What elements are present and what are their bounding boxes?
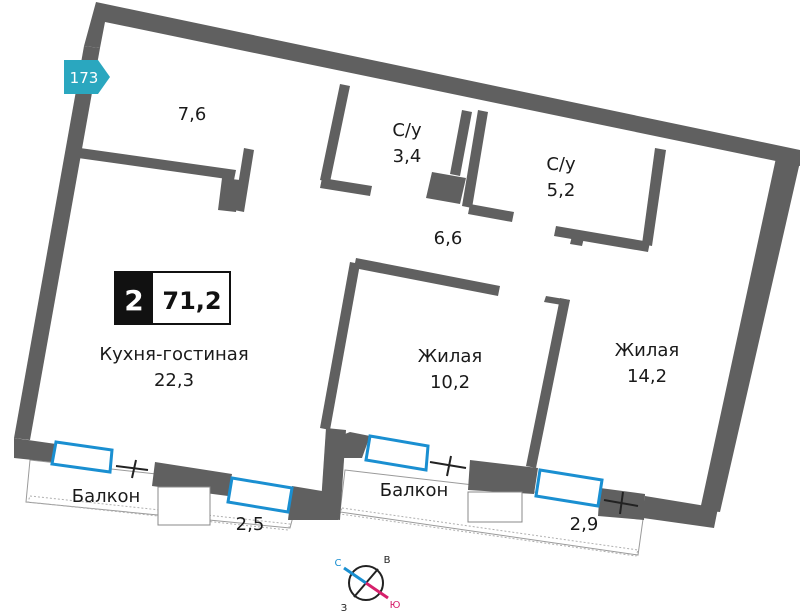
compass: С В Ю З	[335, 555, 401, 614]
rooms-count: 2	[124, 284, 143, 317]
interior-walls	[78, 84, 666, 468]
area-badge: 2 71,2	[114, 271, 231, 325]
apartment-number: 173	[70, 69, 99, 87]
room-area-corridor: 6,6	[434, 228, 463, 249]
compass-north-label: С	[335, 558, 342, 569]
room-name-bedroom-2: Жилая	[615, 340, 679, 361]
compass-south-label: Ю	[390, 600, 401, 611]
balcony-right-name: Балкон	[380, 480, 449, 501]
balcony-doors	[157, 486, 523, 526]
door-markers	[115, 455, 639, 515]
room-name-bedroom-1: Жилая	[418, 346, 482, 367]
compass-south-needle	[365, 581, 389, 600]
compass-west-label: З	[341, 603, 347, 614]
balcony-left-area: 2,5	[236, 514, 265, 535]
room-area-bedroom-1: 10,2	[430, 372, 470, 393]
window-kitchen-left	[50, 440, 114, 474]
room-area-hall-top: 7,6	[178, 104, 207, 125]
room-area-bathroom-2: 5,2	[547, 180, 576, 201]
room-labels: 7,6 С/у 3,4 С/у 5,2 6,6 Кухня-гостиная 2…	[72, 104, 680, 535]
window-kitchen-right	[226, 476, 294, 514]
compass-east-label: В	[384, 555, 391, 566]
window-bedroom-2	[534, 468, 604, 508]
windows	[50, 434, 604, 514]
room-area-bathroom-1: 3,4	[393, 146, 422, 167]
window-bedroom-1	[364, 434, 430, 472]
compass-north-needle	[343, 566, 367, 585]
apartment-number-tag: 173	[64, 60, 110, 94]
balcony-right-area: 2,9	[570, 514, 599, 535]
room-name-bathroom-1: С/у	[392, 120, 422, 141]
balcony-left-name: Балкон	[72, 486, 141, 507]
outer-walls	[14, 2, 800, 528]
room-name-kitchen-living: Кухня-гостиная	[99, 344, 248, 365]
room-area-bedroom-2: 14,2	[627, 366, 667, 387]
room-name-bathroom-2: С/у	[546, 154, 576, 175]
total-area: 71,2	[162, 287, 221, 315]
room-area-kitchen-living: 22,3	[154, 370, 194, 391]
